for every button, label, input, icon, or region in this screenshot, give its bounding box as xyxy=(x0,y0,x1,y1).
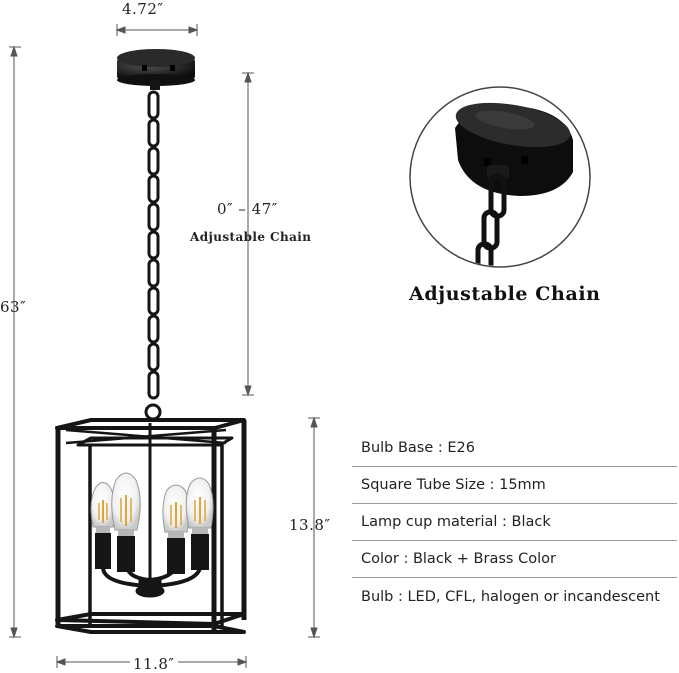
candle-cluster xyxy=(101,565,202,598)
canopy-width-dimension xyxy=(115,24,199,36)
bulb-3 xyxy=(162,484,190,574)
spec-color: Color : Black + Brass Color xyxy=(352,541,677,578)
chain-length-dimension xyxy=(242,71,254,397)
chain-closeup-callout xyxy=(409,86,591,268)
canopy-width-label: 4.72″ xyxy=(122,0,164,18)
cage-width-label: 11.8″ xyxy=(130,655,178,673)
spec-tube-size: Square Tube Size : 15mm xyxy=(352,467,677,504)
canopy xyxy=(117,49,195,90)
cage-height-label: 13.8″ xyxy=(289,516,331,534)
cage-height-dimension xyxy=(308,416,320,639)
spec-bulb-type: Bulb : LED, CFL, halogen or incandescent xyxy=(361,588,660,605)
spec-lamp-cup: Lamp cup material : Black xyxy=(352,504,677,541)
bulb-4 xyxy=(185,477,214,570)
total-height-dimension xyxy=(9,45,21,639)
lantern-cage xyxy=(55,418,247,634)
bulb-2 xyxy=(111,472,141,572)
spec-bulb-base: Bulb Base : E26 xyxy=(352,430,677,467)
total-height-label: 63″ xyxy=(0,298,27,316)
chain-length-caption: Adjustable Chain xyxy=(190,230,312,244)
bulb-1 xyxy=(90,482,116,569)
callout-title: Adjustable Chain xyxy=(409,283,601,305)
chain xyxy=(144,90,162,421)
chain-length-label: 0″ – 47″ xyxy=(217,200,278,218)
